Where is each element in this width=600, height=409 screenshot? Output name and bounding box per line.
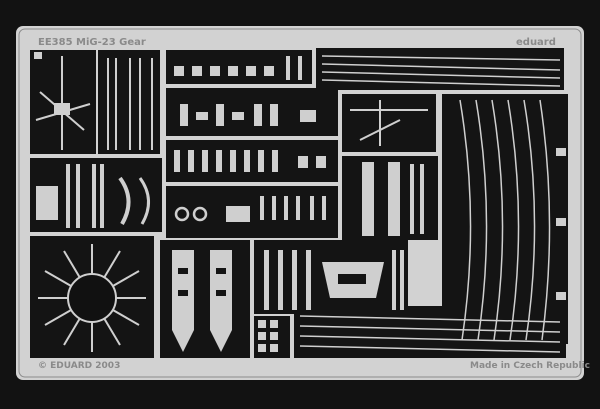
fret-rim xyxy=(18,28,582,378)
part-gear-doors xyxy=(172,250,232,352)
part-curved-wires xyxy=(459,99,551,341)
made-in-text: Made in Czech Republic xyxy=(470,361,590,371)
fret-title: EE385 MiG-23 Gear xyxy=(38,37,146,48)
part-wire-lines xyxy=(321,55,561,87)
part-curved-link-2 xyxy=(138,177,150,225)
part-bottom-wires xyxy=(299,315,561,353)
part-top-row-clips xyxy=(174,56,302,80)
part-bottom-rods xyxy=(264,250,311,310)
part-grid-box xyxy=(258,320,278,352)
sheet-right-box xyxy=(342,94,436,152)
part-center-plate xyxy=(226,206,250,222)
part-center-pins xyxy=(260,196,326,220)
sheet-right-large xyxy=(442,94,568,344)
part-door-slots xyxy=(178,268,226,296)
part-small-row xyxy=(174,150,326,172)
part-left-pad xyxy=(36,186,58,220)
part-wheel-hub xyxy=(38,244,146,352)
sheet-bottom-right xyxy=(294,306,566,358)
part-oleo-struts xyxy=(362,162,424,236)
part-brackets xyxy=(180,104,316,126)
tag-1 xyxy=(34,52,42,59)
part-right-tabs xyxy=(556,148,566,300)
part-left-rods xyxy=(66,164,104,228)
sheet-small-parts xyxy=(166,140,338,182)
sheet-top-row xyxy=(166,50,312,84)
part-bottom-right-rods xyxy=(392,250,404,310)
part-bucket-slot xyxy=(338,274,366,284)
copyright-text: © EDUARD 2003 xyxy=(38,361,121,371)
part-center-rings xyxy=(174,206,208,222)
part-strut-rods xyxy=(107,58,153,150)
part-curved-link xyxy=(118,176,131,226)
brand-logo-text: eduard xyxy=(516,37,556,48)
part-x-frame xyxy=(35,56,91,150)
part-right-box xyxy=(350,100,428,146)
